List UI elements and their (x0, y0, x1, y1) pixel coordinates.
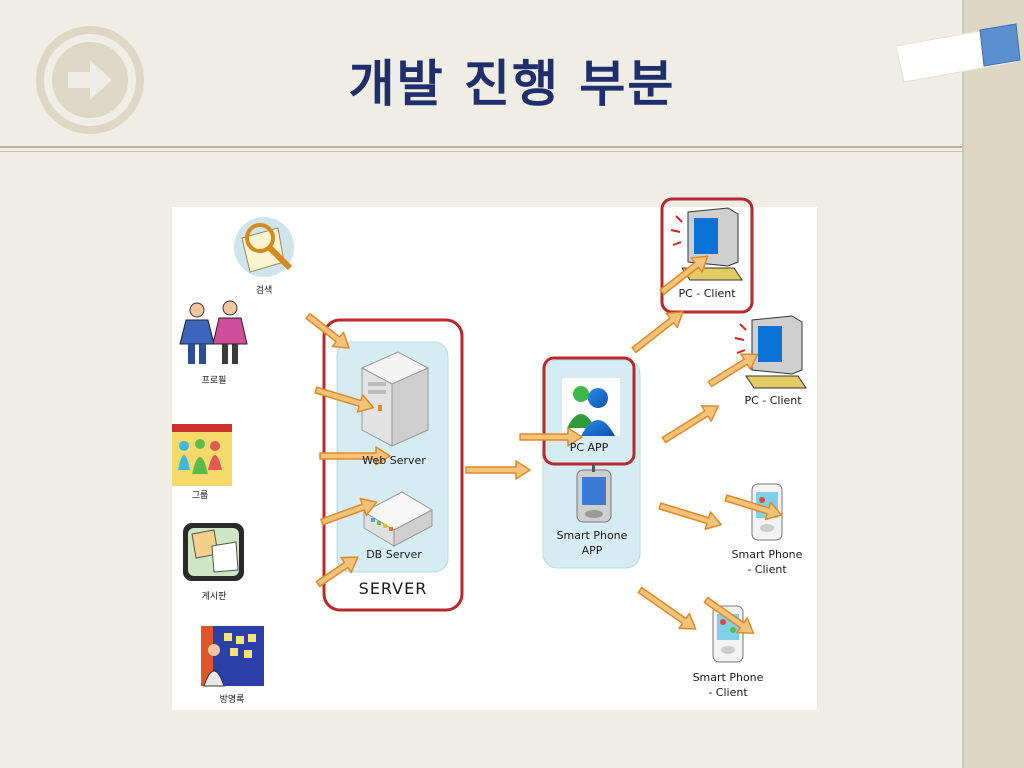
pc-client-highlight-box (660, 197, 754, 314)
arrow-client3-to-app (724, 494, 783, 521)
arrow-circle-icon (36, 26, 144, 134)
arrow-app-to-server (519, 427, 583, 447)
arrow-to-guestbook (315, 556, 359, 588)
client-label-smartphone-1: Smart Phone - Client (731, 548, 803, 576)
paper-card-decor (895, 23, 1021, 83)
people-icon (179, 300, 248, 364)
title-divider (0, 146, 962, 148)
web-server-label: Web Server (362, 454, 426, 467)
arrow-to-board (320, 497, 378, 526)
smartphone-app-label: Smart Phone APP (556, 529, 628, 557)
monitor-icon (734, 315, 807, 389)
feature-label-search: 검색 (255, 286, 273, 296)
arrow-client4-to-app (703, 596, 755, 635)
client-label-pc-2: PC - Client (744, 394, 802, 407)
feature-label-group: 그룹 (191, 491, 209, 501)
server-highlight-box (322, 318, 464, 612)
guestbook-icon (201, 626, 264, 687)
arrow-server-to-app (465, 460, 531, 480)
title-divider-thin (0, 151, 962, 152)
server-group-label: SERVER (358, 579, 428, 598)
monitor-icon (670, 207, 743, 281)
client-label-smartphone-2: Smart Phone - Client (692, 671, 764, 699)
feature-label-profile: 프로필 (201, 376, 227, 386)
client-label-pc-1: PC - Client (678, 287, 736, 300)
slide-title: 개발 진행 부분 (348, 55, 676, 113)
db-server-label: DB Server (366, 548, 422, 561)
arrow-app-to-client3 (658, 502, 722, 530)
web-server-icon (360, 351, 430, 447)
feature-label-board: 게시판 (201, 592, 227, 602)
arrow-app-to-client2 (661, 405, 720, 444)
side-decor-line (962, 0, 964, 768)
feature-label-guestbook: 방명록 (219, 695, 245, 705)
board-icon (183, 523, 244, 581)
arrow-client2-to-app (707, 353, 759, 388)
arrow-app-to-client4 (637, 586, 697, 630)
smartphone-app-icon (576, 464, 612, 523)
arrow-client1-to-app (659, 255, 709, 296)
db-server-icon (362, 491, 434, 547)
arrow-app-to-client1 (631, 311, 684, 354)
arrow-to-search (305, 312, 350, 349)
arrow-to-profile (314, 386, 375, 413)
group-icon (172, 424, 232, 486)
side-decor-strip (962, 0, 1024, 768)
pc-app-highlight-box (542, 356, 636, 466)
pc-app-label: PC APP (569, 441, 609, 454)
arrow-to-group (319, 446, 391, 466)
architecture-diagram (172, 207, 817, 710)
search-magnifier-icon (234, 217, 294, 277)
pc-app-icon (562, 378, 620, 436)
